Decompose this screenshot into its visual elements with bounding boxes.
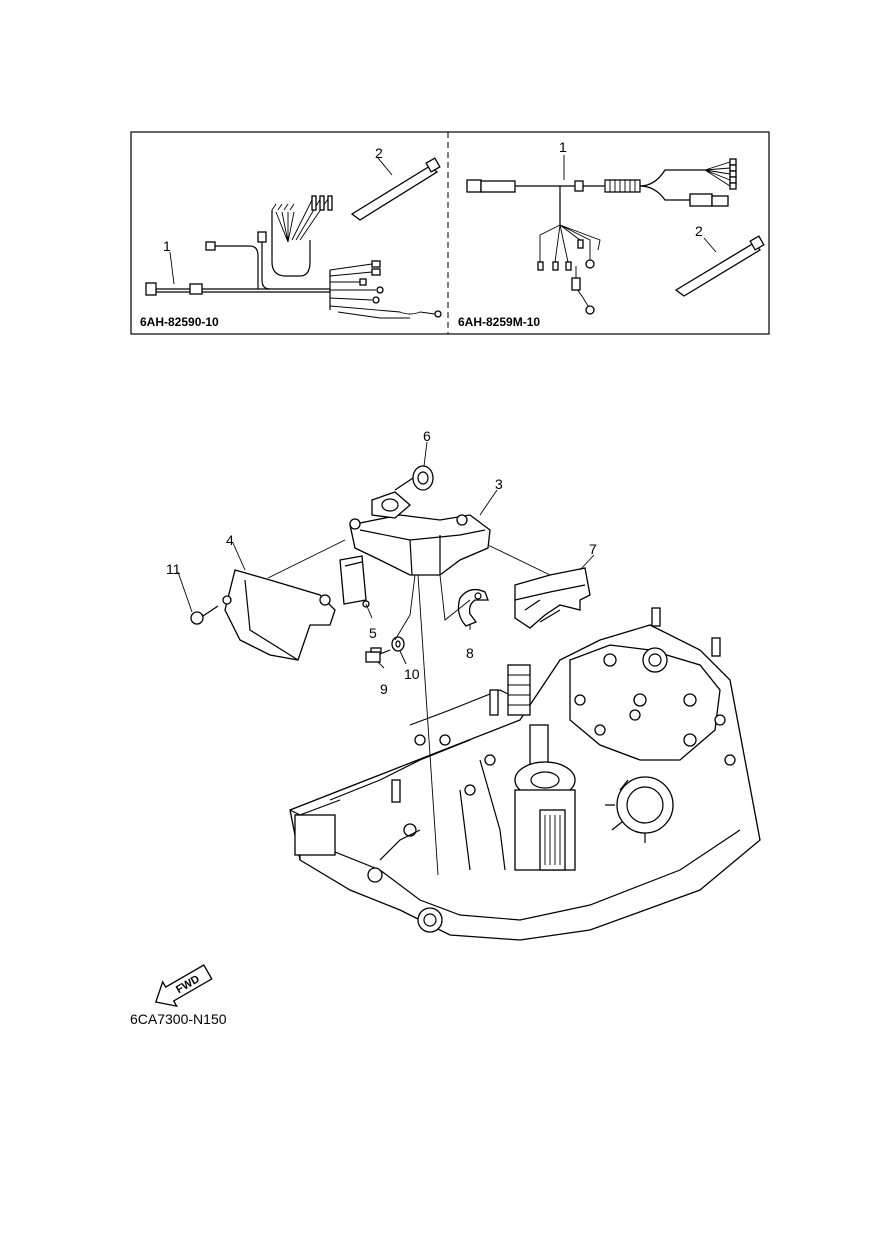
left-panel: 2 1 6AH-82590-10 <box>140 145 442 329</box>
flywheel-pulley <box>616 776 674 834</box>
starter-post <box>507 664 531 716</box>
grommet-6 <box>394 465 434 491</box>
cover-4 <box>222 569 336 661</box>
part-code-right: 6AH-8259M-10 <box>458 315 540 329</box>
callout-6: 6 <box>423 428 431 444</box>
right-cable-tie <box>674 235 765 297</box>
callout-left-2: 2 <box>375 145 383 161</box>
screw-11 <box>190 605 219 625</box>
drawing-number: 6CA7300-N150 <box>130 1011 227 1027</box>
leader-left-2 <box>377 157 393 176</box>
callout-10: 10 <box>404 666 420 682</box>
engine-block <box>289 607 761 941</box>
callout-right-2: 2 <box>695 223 703 239</box>
bracket-3 <box>349 491 491 576</box>
callout-11: 11 <box>166 561 181 577</box>
plate-5 <box>339 555 370 608</box>
part-code-left: 6AH-82590-10 <box>140 315 219 329</box>
fwd-arrow-icon: FWD <box>154 964 213 1008</box>
harness-box <box>130 131 770 335</box>
assembly-guides <box>177 441 595 876</box>
left-wire-harness <box>145 195 442 319</box>
washer-10 <box>391 636 405 652</box>
callout-right-1: 1 <box>559 139 567 155</box>
left-cable-tie <box>350 157 441 221</box>
harness-box-frame <box>130 131 770 335</box>
callout-3: 3 <box>495 476 503 492</box>
callout-left-1: 1 <box>163 238 171 254</box>
callout-5: 5 <box>369 625 377 641</box>
right-panel: 1 2 6AH-8259M-10 <box>458 139 765 329</box>
cover-7 <box>514 567 591 629</box>
clamp-8 <box>457 588 489 627</box>
right-wire-harness <box>466 158 737 315</box>
callout-7: 7 <box>589 541 597 557</box>
callout-8: 8 <box>466 645 474 661</box>
leader-right-2 <box>703 237 717 253</box>
callout-4: 4 <box>226 532 234 548</box>
leader-left-1 <box>169 251 175 285</box>
callout-9: 9 <box>380 681 388 697</box>
bolt-9 <box>365 647 391 663</box>
